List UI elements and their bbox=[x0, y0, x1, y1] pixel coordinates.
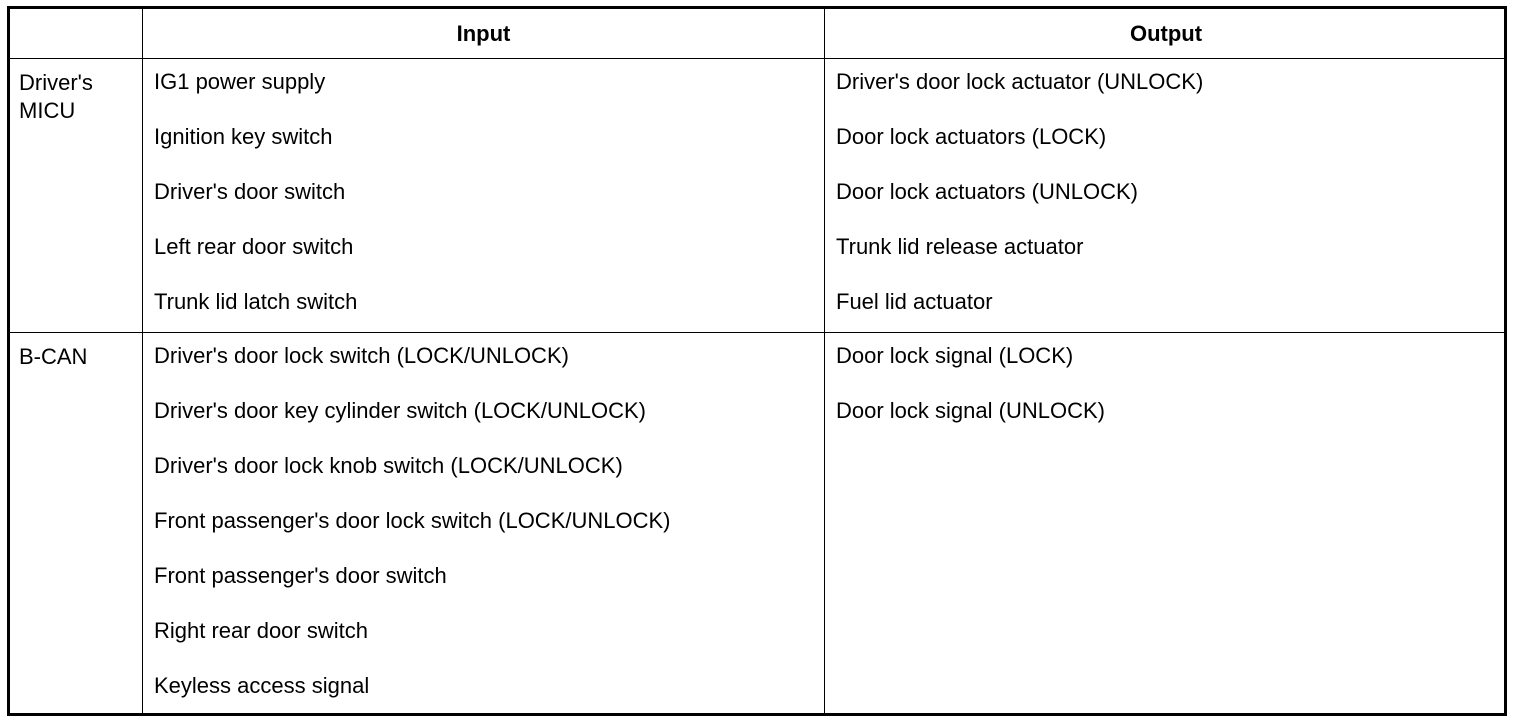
list-item: Ignition key switch bbox=[154, 124, 333, 149]
list-item: Keyless access signal bbox=[154, 673, 370, 698]
column-divider bbox=[824, 9, 825, 713]
list-item: Door lock actuators (UNLOCK) bbox=[836, 179, 1138, 204]
bcan-input-list: Driver's door lock switch (LOCK/UNLOCK) … bbox=[154, 342, 670, 727]
list-item: Fuel lid actuator bbox=[836, 289, 993, 314]
header-output: Output bbox=[1129, 21, 1203, 46]
list-item: Door lock signal (LOCK) bbox=[836, 343, 1074, 368]
list-item: Driver's door switch bbox=[154, 179, 346, 204]
list-item: Driver's door lock knob switch (LOCK/UNL… bbox=[154, 453, 623, 478]
column-divider bbox=[142, 9, 143, 713]
list-item: Front passenger's door switch bbox=[154, 563, 447, 588]
list-item: Driver's door lock switch (LOCK/UNLOCK) bbox=[154, 343, 569, 368]
micu-output-list: Driver's door lock actuator (UNLOCK) Doo… bbox=[836, 68, 1203, 343]
micu-input-list: IG1 power supply Ignition key switch Dri… bbox=[154, 68, 357, 343]
list-item: Trunk lid latch switch bbox=[154, 289, 358, 314]
list-item: Trunk lid release actuator bbox=[836, 234, 1084, 259]
list-item: Driver's door lock actuator (UNLOCK) bbox=[836, 69, 1204, 94]
row-label-micu: Driver's MICU bbox=[19, 70, 93, 123]
list-item: Driver's door key cylinder switch (LOCK/… bbox=[154, 398, 646, 423]
list-item: Right rear door switch bbox=[154, 618, 368, 643]
list-item: Door lock actuators (LOCK) bbox=[836, 124, 1107, 149]
row-divider bbox=[10, 332, 1504, 333]
list-item: IG1 power supply bbox=[154, 69, 326, 94]
row-divider bbox=[10, 58, 1504, 59]
list-item: Front passenger's door lock switch (LOCK… bbox=[154, 508, 671, 533]
io-table: Input Output Driver's MICU IG1 power sup… bbox=[7, 6, 1507, 716]
bcan-output-list: Door lock signal (LOCK) Door lock signal… bbox=[836, 342, 1105, 452]
list-item: Door lock signal (UNLOCK) bbox=[836, 398, 1105, 423]
list-item: Left rear door switch bbox=[154, 234, 354, 259]
row-label-bcan: B-CAN bbox=[19, 344, 88, 369]
header-input: Input bbox=[456, 21, 511, 46]
header-corner bbox=[10, 9, 142, 59]
